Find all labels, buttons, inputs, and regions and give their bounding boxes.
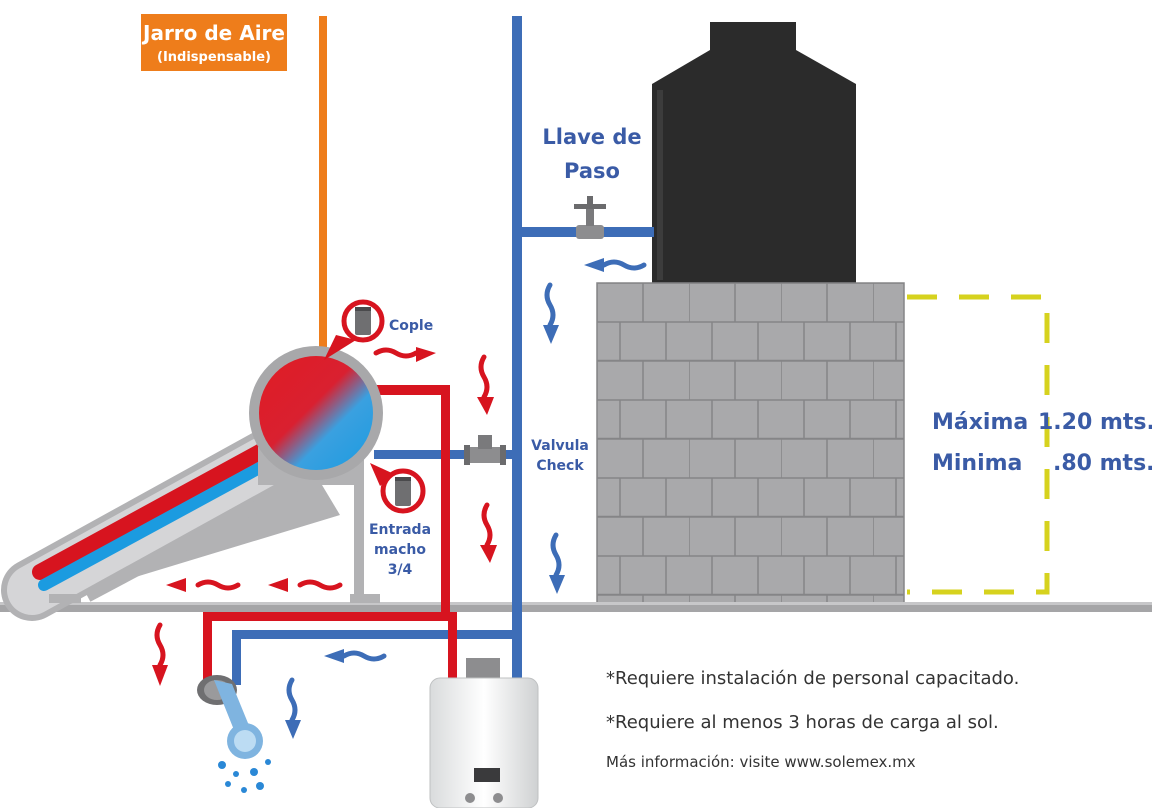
ground-line <box>0 602 1152 612</box>
hot-flow-arrowheads <box>152 347 497 686</box>
check-valve: Valvula Check <box>464 435 589 474</box>
air-vent-title: Jarro de Aire <box>141 21 285 45</box>
height-dimension-line <box>907 294 1050 595</box>
air-vent-pipe <box>319 16 327 361</box>
note-sun-charge: *Requiere al menos 3 horas de carga al s… <box>606 712 999 733</box>
gas-boiler <box>429 658 539 808</box>
cold-flow-arrowheads <box>285 258 604 739</box>
air-vent-subtitle: (Indispensable) <box>157 50 271 65</box>
shutoff-valve-label-line2: Paso <box>564 159 620 183</box>
coupling-label: Cople <box>389 318 433 334</box>
height-labels: Máxima 1.20 mts. Minima .80 mts. <box>932 410 1152 476</box>
air-vent-label-box: Jarro de Aire (Indispensable) <box>141 14 287 71</box>
footnotes: *Requiere instalación de personal capaci… <box>606 668 1019 771</box>
male-inlet-label-line1: Entrada <box>369 522 431 538</box>
male-inlet-label-line2: macho <box>374 542 426 558</box>
shower-head <box>197 675 271 793</box>
hot-flow-arrows <box>154 347 493 668</box>
shutoff-valve: Llave de Paso <box>542 125 642 239</box>
thermo-tank <box>249 346 383 480</box>
note-more-info: Más información: visite www.solemex.mx <box>606 753 916 771</box>
check-valve-label-line2: Check <box>536 458 584 474</box>
brick-base <box>596 282 905 604</box>
coupling-callout: Cople <box>324 299 433 360</box>
note-installation: *Requiere instalación de personal capaci… <box>606 668 1019 689</box>
solar-collector <box>1 411 356 621</box>
water-storage-tank <box>652 22 856 286</box>
male-inlet-label-line3: 3/4 <box>388 562 413 578</box>
height-max-label: Máxima <box>932 410 1028 435</box>
shutoff-valve-label-line1: Llave de <box>542 125 641 149</box>
male-inlet-callout: Entrada macho 3/4 <box>369 463 431 578</box>
height-max-value: 1.20 mts. <box>1038 410 1152 435</box>
height-min-label: Minima <box>932 451 1022 476</box>
hot-water-pipes <box>203 385 457 684</box>
cold-flow-arrows <box>286 259 647 723</box>
height-min-value: .80 mts. <box>1053 451 1152 476</box>
check-valve-label-line1: Valvula <box>531 438 589 454</box>
